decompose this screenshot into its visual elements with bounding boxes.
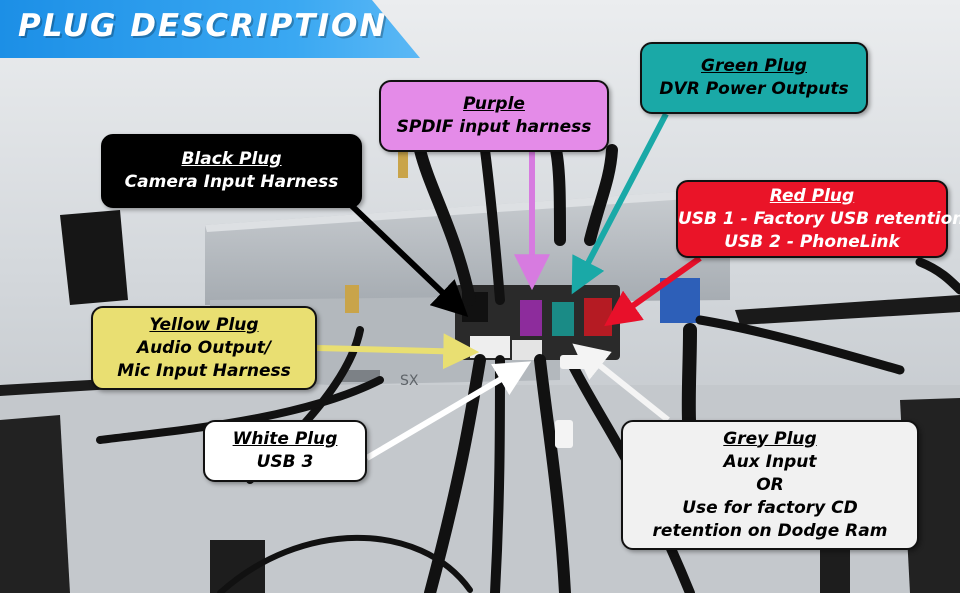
yellow-plug-line: Audio Output/	[136, 337, 272, 358]
black-plug-title: Black Plug	[181, 149, 282, 169]
grey-plug-callout: Grey Plug Aux Input OR Use for factory C…	[621, 420, 919, 550]
white-plug-line: USB 3	[256, 452, 314, 472]
yellow-plug-title: Yellow Plug	[149, 314, 259, 335]
grey-plug-line: OR	[756, 474, 784, 495]
red-plug-title: Red Plug	[769, 185, 855, 206]
purple-plug-callout: Purple SPDIF input harness	[379, 80, 609, 152]
black-plug-line: Camera Input Harness	[124, 172, 339, 192]
grey-plug-line: Use for factory CD	[682, 497, 858, 518]
red-plug-line: USB 2 - PhoneLink	[724, 231, 900, 252]
red-arrow	[604, 255, 702, 327]
header-title: PLUG DESCRIPTION	[18, 8, 388, 44]
black-plug-callout: Black Plug Camera Input Harness	[101, 134, 362, 208]
green-plug-line: DVR Power Outputs	[659, 79, 849, 99]
yellow-plug-line: Mic Input Harness	[117, 360, 291, 381]
green-plug-callout: Green Plug DVR Power Outputs	[640, 42, 868, 114]
red-plug-callout: Red Plug USB 1 - Factory USB retention U…	[676, 180, 960, 258]
red-plug-line: USB 1 - Factory USB retention	[678, 208, 960, 229]
grey-arrow	[572, 343, 670, 423]
green-plug-title: Green Plug	[701, 56, 807, 76]
yellow-arrow	[316, 333, 480, 370]
grey-plug-line: Aux Input	[723, 451, 817, 472]
black-arrow	[349, 203, 469, 317]
grey-plug-line: retention on Dodge Ram	[652, 520, 888, 541]
yellow-plug-callout: Yellow Plug Audio Output/ Mic Input Harn…	[91, 306, 317, 390]
purple-plug-line: SPDIF input harness	[396, 117, 592, 137]
white-plug-title: White Plug	[232, 429, 338, 449]
purple-plug-title: Purple	[463, 94, 525, 114]
svg-text:SX: SX	[400, 373, 419, 389]
grey-plug-title: Grey Plug	[723, 428, 817, 449]
white-plug-callout: White Plug USB 3	[203, 420, 367, 482]
white-arrow	[365, 361, 532, 461]
header-banner: PLUG DESCRIPTION	[0, 0, 420, 58]
green-arrow	[571, 112, 669, 295]
